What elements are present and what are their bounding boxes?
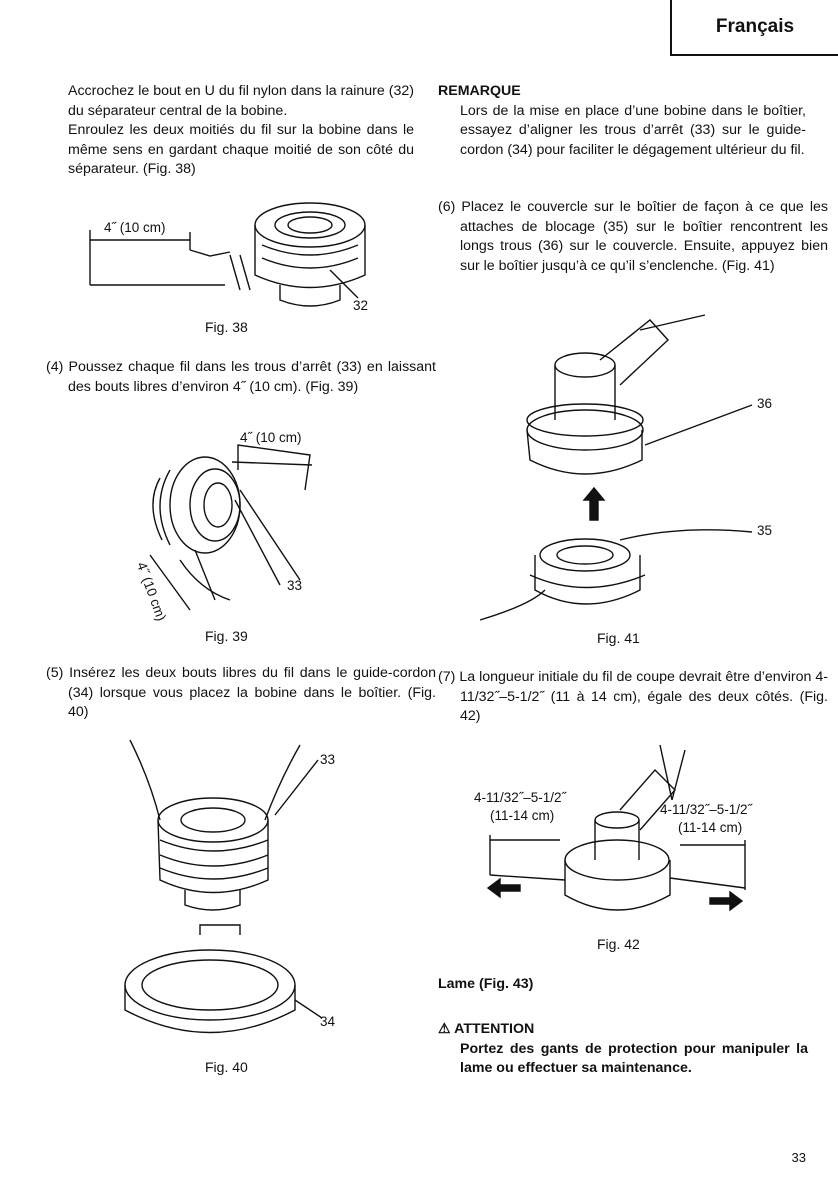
fig-41-callout-36: 36: [757, 396, 773, 411]
step-5-text: (5) Insérez les deux bouts libres du fil…: [46, 665, 436, 721]
fig-38-caption: Fig. 38: [205, 319, 248, 335]
fig-39-caption: Fig. 39: [205, 628, 248, 644]
fig-40-callout-33: 33: [320, 752, 336, 767]
intro-text: Accrochez le bout en U du fil nylon dans…: [68, 82, 414, 180]
fig-42-caption: Fig. 42: [597, 936, 640, 952]
fig-39-dimension-top: 4˝ (10 cm): [240, 430, 302, 445]
fig-42-right-cm: (11-14 cm): [678, 820, 743, 835]
intro-paragraph-1: Accrochez le bout en U du fil nylon dans…: [68, 83, 414, 119]
warning-body: Portez des gants de protection pour mani…: [460, 1040, 808, 1077]
fig-41-caption: Fig. 41: [597, 630, 640, 646]
warning-icon: ⚠: [438, 1021, 451, 1037]
fig-39-dimension-side: 4˝ (10 cm): [133, 560, 170, 623]
fig-40-caption: Fig. 40: [205, 1059, 248, 1075]
fig-42-left-length: 4-11/32˝–5-1/2˝: [474, 790, 567, 805]
fig-39-callout-33: 33: [287, 578, 303, 593]
fig-42-left-cm: (11-14 cm): [490, 808, 555, 823]
warning-title: ATTENTION: [454, 1021, 535, 1037]
fig-38-dimension-label: 4˝ (10 cm): [104, 220, 166, 235]
fig-38-callout-32: 32: [353, 298, 369, 313]
remark-title: REMARQUE: [438, 83, 521, 99]
blade-heading: Lame (Fig. 43): [438, 976, 534, 992]
step-7-text: (7) La longueur initiale du fil de coupe…: [438, 669, 828, 725]
language-tab: Français: [670, 0, 838, 56]
warning-block: ⚠ ATTENTION Portez des gants de protecti…: [438, 1020, 808, 1079]
fig-40-callout-34: 34: [320, 1014, 336, 1029]
fig-42-right-length: 4-11/32˝–5-1/2˝: [660, 802, 753, 817]
step-4-text: (4) Poussez chaque fil dans les trous d’…: [46, 359, 436, 395]
remark-block: REMARQUE Lors de la mise en place d’une …: [438, 82, 806, 160]
intro-paragraph-2: Enroulez les deux moitiés du fil sur la …: [68, 122, 414, 178]
fig-41-callout-35: 35: [757, 523, 773, 538]
page-number: 33: [791, 1150, 806, 1165]
step-6-text: (6) Placez le couvercle sur le boîtier d…: [438, 199, 828, 274]
remark-body: Lors de la mise en place d’une bobine da…: [460, 102, 806, 158]
